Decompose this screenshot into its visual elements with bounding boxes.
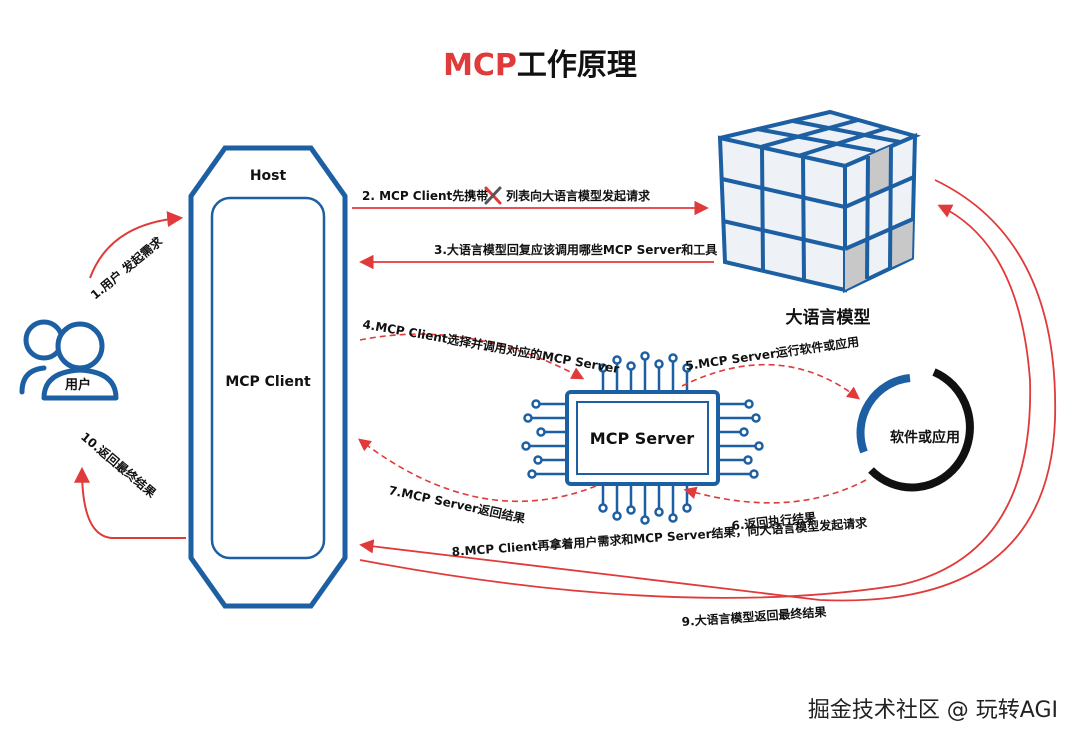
- step-7-label: 7.MCP Server返回结果: [387, 482, 526, 526]
- cube-icon: [717, 109, 921, 294]
- title-mcp: MCP: [443, 48, 517, 83]
- chip-icon: [521, 351, 764, 525]
- user-icon: 用户: [19, 319, 119, 401]
- mcp-client-box: [210, 196, 326, 560]
- tools-icon: [484, 186, 502, 205]
- step-4-label: 4.MCP Client选择并调用对应的MCP Server: [361, 316, 620, 376]
- page-title: MCP工作原理: [0, 40, 1080, 84]
- arrow-step-6: [683, 479, 867, 504]
- mcp-client-label: MCP Client: [225, 374, 311, 390]
- host-box: Host MCP Client: [188, 145, 348, 609]
- step-2-label-b: 列表向大语言模型发起请求: [506, 188, 651, 203]
- ring-icon: [856, 368, 974, 492]
- step-3-label: 3.大语言模型回复应该调用哪些MCP Server和工具: [434, 242, 717, 257]
- mcp-server-label: MCP Server: [590, 429, 695, 448]
- step-5-label: 5.MCP Server运行软件或应用: [684, 334, 860, 373]
- arrow-step-7: [357, 438, 597, 503]
- arrow-step-4: [359, 333, 585, 380]
- llm-label: 大语言模型: [786, 307, 871, 328]
- user-label: 用户: [64, 377, 91, 393]
- step-2-label-a: 2. MCP Client先携带: [362, 188, 488, 203]
- step-1-label: 1.用户 发起需求: [87, 233, 166, 302]
- arrow-step-10: [74, 466, 186, 539]
- title-rest: 工作原理: [516, 48, 637, 83]
- watermark: 掘金技术社区 @ 玩转AGI: [807, 698, 1058, 723]
- step-10-label: 10.返回最终结果: [78, 429, 159, 500]
- arrow-step-8: [359, 204, 1032, 599]
- arrow-step-1: [89, 211, 184, 279]
- host-label: Host: [250, 168, 287, 184]
- step-9-label: 9.大语言模型返回最终结果: [681, 604, 827, 629]
- software-label: 软件或应用: [890, 429, 960, 446]
- arrow-step-9: [359, 179, 1057, 602]
- arrow-step-5: [681, 363, 861, 400]
